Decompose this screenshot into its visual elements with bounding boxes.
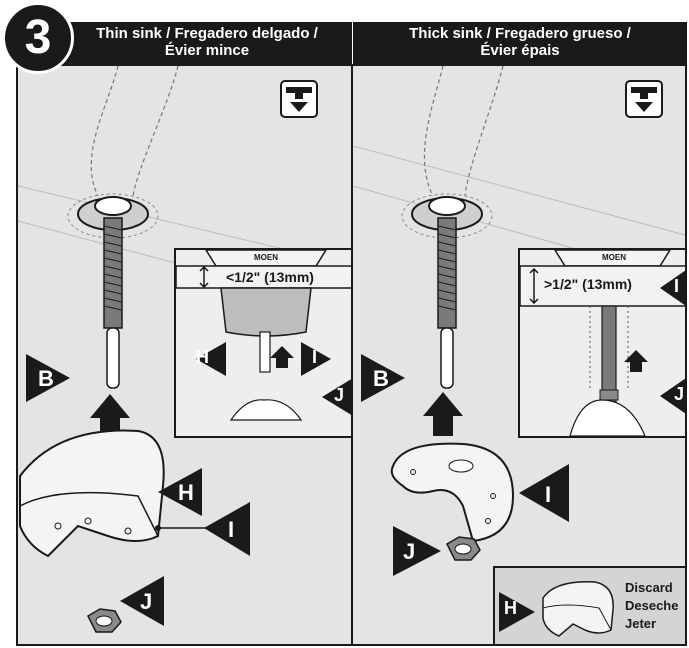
faucet-tighten-down-icon [280, 80, 318, 118]
inset-measure-right: >1/2" (13mm) [544, 276, 632, 292]
discard-text-fr: Jeter [625, 616, 656, 631]
inset-label-i: I [312, 347, 317, 368]
up-arrow-right [423, 392, 463, 436]
label-b: B [38, 366, 54, 391]
inset-label-j: J [334, 385, 344, 406]
inset-label-h: H [196, 347, 209, 368]
inset-label-j-right: J [674, 384, 684, 405]
right-panel: B I J MOEN >1/2" (13mm) I J [351, 64, 687, 646]
inset-label-i-right: I [674, 276, 679, 297]
label-j-right: J [403, 539, 415, 564]
right-title-line1: Thick sink / Fregadero grueso / [353, 25, 687, 42]
right-panel-title: Thick sink / Fregadero grueso / Évier ép… [353, 22, 687, 66]
discard-box: H Discard Deseche Jeter [493, 566, 687, 646]
discard-text-es: Deseche [625, 598, 678, 613]
discard-text-en: Discard [625, 580, 673, 595]
right-title-line2: Évier épais [353, 42, 687, 59]
step-number: 3 [2, 2, 74, 74]
left-panel: B H I J MOEN <1/2" (13mm) H [16, 64, 353, 646]
label-j: J [140, 589, 152, 614]
label-i: I [228, 517, 234, 542]
label-i-right: I [545, 482, 551, 507]
discard-label-h: H [504, 598, 517, 619]
thin-sink-inset: MOEN <1/2" (13mm) H I J [174, 248, 353, 438]
inset-measure: <1/2" (13mm) [226, 269, 314, 285]
left-panel-title: Thin sink / Fregadero delgado / Évier mi… [62, 22, 352, 66]
left-title-line1: Thin sink / Fregadero delgado / [62, 25, 352, 42]
label-h: H [178, 480, 194, 505]
label-b-right: B [373, 366, 389, 391]
left-title-line2: Évier mince [62, 42, 352, 59]
thick-sink-inset: MOEN >1/2" (13mm) I J [518, 248, 687, 438]
faucet-outline [91, 66, 118, 196]
faucet-tighten-down-icon-right [625, 80, 663, 118]
inset-brand: MOEN [254, 253, 278, 262]
inset-brand-right: MOEN [602, 253, 626, 262]
